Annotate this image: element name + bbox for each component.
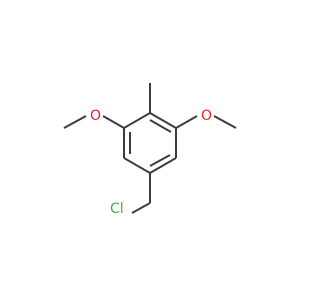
ring-bond (149, 112, 177, 129)
oxygen-atom-left: O (90, 108, 101, 124)
methoxy-left: O (63, 108, 125, 129)
ring-double-bond (149, 154, 171, 167)
ring-bond (123, 112, 151, 129)
o-methyl-bond (63, 115, 87, 129)
c-o-bond (102, 115, 125, 129)
molecule-structure: O O Cl (63, 83, 237, 217)
ring-bond (123, 157, 151, 174)
oxygen-atom-right: O (201, 108, 212, 124)
c-o-bond (175, 115, 198, 129)
ring-bond (149, 157, 177, 174)
methoxy-right: O (175, 108, 237, 129)
ring-double-bond (149, 119, 172, 133)
c-cl-bond (131, 202, 151, 214)
chloromethyl-group: Cl (110, 173, 151, 217)
o-methyl-bond (213, 115, 237, 129)
benzene-ring (123, 112, 177, 174)
chlorine-atom: Cl (110, 201, 124, 217)
